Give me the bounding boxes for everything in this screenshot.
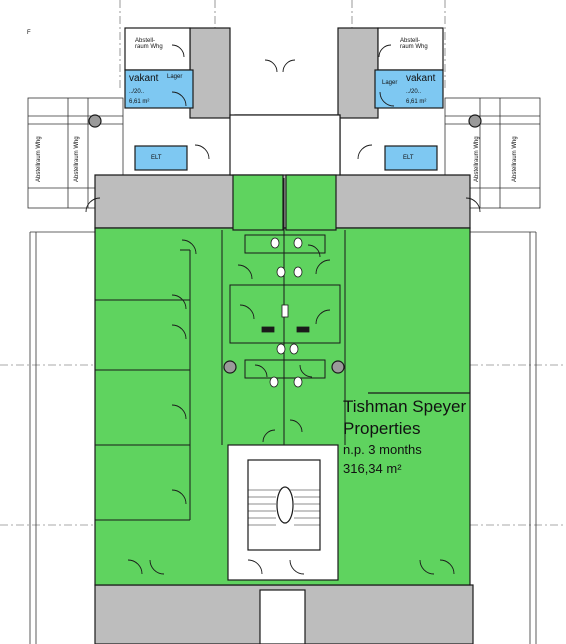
rented-area <box>94 174 471 586</box>
elt-right-label: ELT <box>403 155 414 161</box>
vacant-right-date: ../20.. <box>406 89 422 95</box>
vacant-left-room: Lager <box>167 74 183 80</box>
tenant-name-line2: Properties <box>343 419 421 438</box>
top-storage <box>124 27 444 176</box>
elt-left-label: ELT <box>151 155 162 161</box>
stair-core <box>227 444 339 644</box>
vacant-left-status: vakant <box>129 73 159 84</box>
side-storage-label-3: Abstellraum Whg <box>474 136 480 182</box>
corner-mark: F <box>27 30 31 36</box>
vacant-right-status: vakant <box>406 73 436 84</box>
vacant-right-room: Lager <box>382 80 398 86</box>
side-storage-label-2: Abstellraum Whg <box>74 136 80 182</box>
vacant-rooms <box>124 69 444 171</box>
tenant-notice: n.p. 3 months <box>343 442 422 457</box>
vacant-left-date: ../20.. <box>129 89 145 95</box>
wc-fixtures <box>261 237 310 388</box>
door-swings <box>85 44 481 575</box>
vacant-right-area: 6,61 m² <box>406 99 427 105</box>
tenant-area: 316,34 m² <box>343 461 402 476</box>
storage-top-right-label: Abstell- raum Whg <box>400 38 428 50</box>
side-storage-label-1: Abstellraum Whg <box>36 136 42 182</box>
vacant-left-area: 6,61 m² <box>129 99 150 105</box>
columns <box>88 114 482 374</box>
tenant-name-line1: Tishman Speyer <box>343 397 467 416</box>
side-storage-label-4: Abstellraum Whg <box>512 136 518 182</box>
partitions <box>95 178 346 521</box>
storage-top-left-label: Abstell- raum Whg <box>135 38 163 50</box>
